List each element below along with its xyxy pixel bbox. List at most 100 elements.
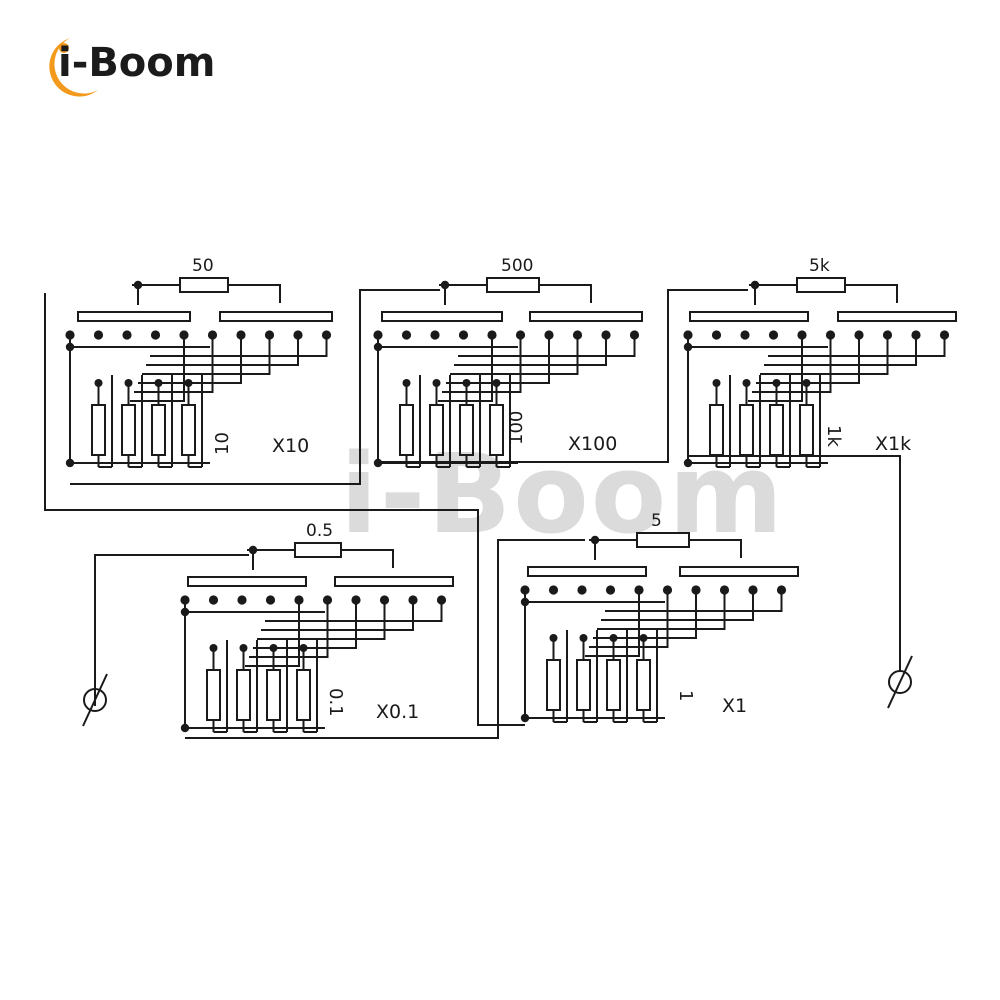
switch-contact [882, 330, 893, 340]
switch-contact [776, 585, 787, 595]
pot-value-label: 50 [192, 256, 214, 276]
junction-dot [373, 458, 383, 468]
junction-dot [772, 379, 781, 387]
interconnect-wire [44, 293, 525, 726]
resistor [546, 659, 561, 711]
junction-dot [209, 644, 218, 652]
switch-contact [939, 330, 950, 340]
multiplier-label: X10 [272, 435, 309, 457]
resistor [296, 669, 311, 721]
switch-contact [548, 585, 559, 595]
resistor [429, 404, 444, 456]
multiplier-label: X100 [568, 433, 617, 455]
interconnect-wire [70, 289, 440, 485]
resistor [121, 404, 136, 456]
junction-dot [683, 342, 693, 352]
junction-dot [133, 280, 143, 290]
resistor [576, 659, 591, 711]
resistor [91, 404, 106, 456]
junction-dot [269, 644, 278, 652]
wire [450, 335, 579, 375]
switch-contact-bar [689, 311, 809, 322]
switch-contact-bar [77, 311, 191, 322]
resistor [606, 659, 621, 711]
resistor-value-label: 0.1 [325, 688, 346, 717]
junction-dot [590, 535, 600, 545]
switch-contact [634, 585, 644, 595]
junction-dot [154, 379, 163, 387]
pot-value-label: 500 [501, 256, 533, 276]
brand-name: i-Boom [58, 40, 216, 86]
resistor [459, 404, 474, 456]
resistor-value-label: 1k [823, 425, 844, 447]
resistor [636, 659, 651, 711]
switch-contact [436, 595, 447, 605]
junction-dot [639, 634, 648, 642]
junction-dot [94, 379, 103, 387]
junction-dot [712, 379, 721, 387]
switch-contact [351, 595, 361, 605]
switch-contact [768, 330, 779, 340]
switch-contact [683, 330, 693, 340]
resistor [709, 404, 724, 456]
junction-dot [65, 458, 75, 468]
potentiometer-resistor [294, 542, 342, 558]
switch-contact [515, 330, 526, 340]
resistor [206, 669, 221, 721]
wire [446, 335, 550, 384]
switch-contact-bar [219, 311, 333, 322]
switch-contact [150, 330, 161, 340]
pot-value-label: 5k [809, 256, 830, 276]
resistor [236, 669, 251, 721]
junction-dot [750, 280, 760, 290]
switch-contact [401, 330, 412, 340]
wire [605, 590, 783, 612]
switch-contact [236, 330, 246, 340]
resistor-value-label: 100 [506, 411, 527, 445]
junction-dot [462, 379, 471, 387]
switch-contact [93, 330, 104, 340]
switch-contact [265, 595, 276, 605]
switch-contact [544, 330, 554, 340]
switch-contact-bar [381, 311, 503, 322]
output-terminal-icon [888, 670, 912, 694]
switch-contact [180, 595, 190, 605]
resistor [151, 404, 166, 456]
switch-contact [458, 330, 469, 340]
interconnect-wire [94, 554, 249, 706]
wire [597, 590, 726, 630]
junction-dot [683, 458, 693, 468]
wire [253, 600, 357, 649]
switch-contact [179, 330, 189, 340]
wire [593, 590, 697, 639]
wire [228, 284, 281, 303]
junction-dot [742, 379, 751, 387]
junction-dot [440, 280, 450, 290]
terminal-slash [82, 673, 108, 727]
switch-contact [748, 585, 758, 595]
switch-contact [408, 595, 418, 605]
wire [689, 539, 742, 558]
resistor [399, 404, 414, 456]
multiplier-label: X1k [875, 433, 911, 455]
switch-contact [520, 585, 530, 595]
switch-contact-bar [529, 311, 643, 322]
switch-contact [711, 330, 722, 340]
switch-contact-bar [837, 311, 957, 322]
wire [341, 549, 394, 568]
wire [146, 335, 299, 366]
switch-contact [65, 330, 75, 340]
switch-contact [662, 585, 673, 595]
switch-contact [577, 585, 587, 595]
wire [760, 335, 889, 375]
wire [249, 600, 329, 658]
wire [138, 335, 242, 384]
wire [142, 335, 271, 375]
wire [764, 335, 917, 366]
potentiometer-resistor [636, 532, 690, 548]
junction-dot [802, 379, 811, 387]
resistor [489, 404, 504, 456]
pot-value-label: 5 [651, 511, 662, 531]
brand-logo [49, 38, 98, 97]
interconnect-wire [688, 455, 901, 672]
